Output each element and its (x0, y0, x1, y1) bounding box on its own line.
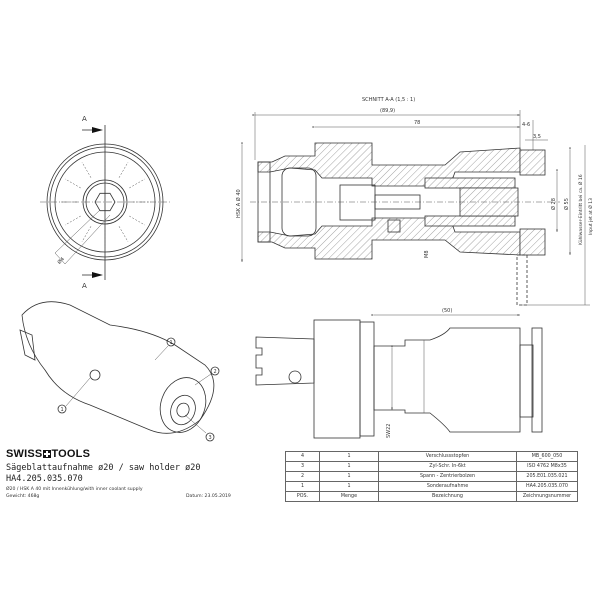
swiss-cross-icon (42, 450, 51, 458)
dim-small-diameter: Ø4 (56, 256, 66, 266)
drawing-title: Sägeblattaufnahme ø20 / saw holder ø20 (6, 463, 201, 473)
weight: Gewicht: 468g (6, 494, 40, 499)
dim-wrench: SW22 (386, 424, 392, 438)
svg-text:3: 3 (209, 435, 212, 441)
weight-date-row: Gewicht: 468g Datum: 23.05.2019 (6, 494, 286, 499)
dim-overall: (89,9) (380, 108, 395, 114)
dim-hsk: HSK A Ø 40 (235, 189, 242, 218)
table-cell: 1 (319, 471, 379, 482)
screw-head (387, 219, 401, 233)
slot-mark (118, 226, 129, 242)
slot-mark (65, 215, 81, 226)
table-cell: Menge (319, 491, 379, 502)
section-label-bottom: A (82, 282, 87, 290)
iso-view: 1 2 1 3 (19, 301, 220, 442)
svg-text:2: 2 (214, 369, 217, 375)
balloon-3: 3 (205, 432, 215, 442)
section-label-top: A (82, 115, 87, 123)
svg-text:1: 1 (61, 407, 64, 413)
description: Ø20 / HSK A 40 mit Innenkühlung/with inn… (6, 487, 143, 492)
table-cell: 3 (285, 461, 320, 472)
table-cell: 4 (285, 451, 320, 462)
coolant-note-de: Kühlwasser-Eintritt bei ca. Ø 16 (577, 174, 584, 245)
table-cell: Spann - Zentrierbolzen (378, 471, 517, 482)
table-cell: 1 (319, 451, 379, 462)
dim-side-length: (50) (442, 308, 452, 314)
table-cell: Sonderaufnahme (378, 481, 517, 492)
front-view: A A Ø4 (40, 115, 170, 290)
section-arrow-top (92, 127, 103, 133)
table-cell: Zyl-Schr. In-6kt (378, 461, 517, 472)
balloon-1b: 1 (57, 404, 67, 414)
part-number: HA4.205.035.070 (6, 474, 83, 484)
dim-d28: Ø 28 (550, 198, 557, 210)
slot-mark (118, 162, 129, 178)
slot-mark (129, 178, 145, 189)
dim-d55: Ø 55 (563, 198, 570, 210)
section-arrow-bottom (92, 272, 103, 278)
table-cell: POS. (285, 491, 320, 502)
dim-thread: M8 (424, 251, 430, 259)
date: Datum: 23.05.2019 (186, 494, 231, 499)
section-view: SCHNITT A-A (1,5 : 1) (89,9) 78 4-6 3,5 … (235, 97, 594, 306)
table-cell: 2 (285, 471, 320, 482)
table-cell: 1 (285, 481, 320, 492)
table-cell: 1 (319, 481, 379, 492)
balloon-2: 2 (210, 366, 220, 376)
dim-gap: 4-6 (522, 122, 530, 128)
slot-mark (81, 162, 92, 178)
slot-mark (129, 215, 145, 226)
table-cell: 1 (319, 461, 379, 472)
coolant-note-en: Input jet at Ø 13 (587, 198, 594, 235)
table-cell: 205.E01.035.021 (516, 471, 578, 482)
svg-text:1: 1 (170, 340, 173, 346)
table-cell: Verschlussstopfen (378, 451, 517, 462)
table-cell: Zeichnungsnummer (516, 491, 578, 502)
dim-flange: 3,5 (533, 134, 541, 140)
table-cell: MB_600_050 (516, 451, 578, 462)
section-title: SCHNITT A-A (1,5 : 1) (362, 97, 415, 103)
side-view: (50) SW22 (255, 308, 543, 439)
table-cell: Bezeichnung (378, 491, 517, 502)
dim-length: 78 (414, 120, 420, 126)
table-cell: HA4.205.035.070 (516, 481, 578, 492)
table-cell: ISO 4762 M8x35 (516, 461, 578, 472)
slot-mark (81, 226, 92, 242)
balloon-1: 1 (166, 337, 176, 347)
slot-mark (65, 178, 81, 189)
